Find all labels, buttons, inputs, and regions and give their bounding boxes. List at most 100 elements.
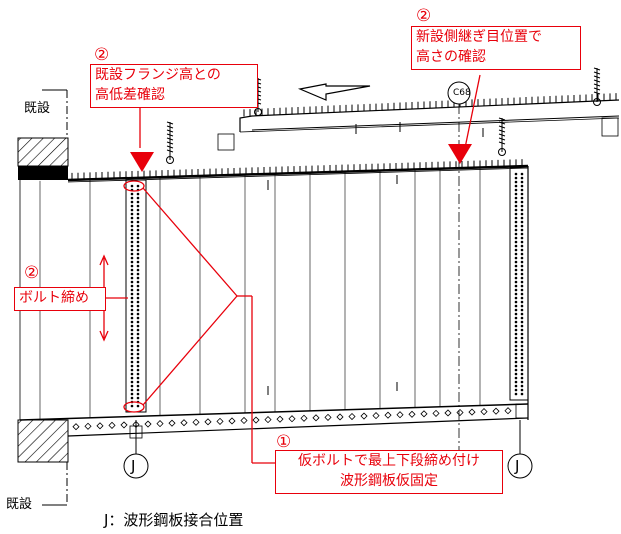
bolt — [520, 232, 524, 236]
bolt — [130, 388, 134, 392]
bolt — [130, 204, 134, 208]
bolt — [136, 388, 140, 392]
splice-right — [509, 167, 529, 401]
flange-hole — [192, 418, 200, 426]
annotation-temporary-bolt: 仮ボルトで最上下段締め付け 波形鋼板仮固定 — [275, 450, 503, 494]
bolt — [130, 404, 134, 408]
bolt — [514, 372, 518, 376]
bolt — [130, 256, 134, 260]
bolt — [136, 376, 140, 380]
bolt — [130, 308, 134, 312]
bolt — [130, 328, 134, 332]
bolt — [136, 396, 140, 400]
bolt — [514, 232, 518, 236]
bolt — [514, 188, 518, 192]
annotation-line: 新設側継ぎ目位置で — [416, 29, 542, 45]
bolt — [136, 204, 140, 208]
girder-body — [19, 159, 529, 439]
existing-flange — [18, 166, 68, 180]
bolt — [520, 348, 524, 352]
bolt — [520, 228, 524, 232]
bolt — [514, 240, 518, 244]
flange-hole — [168, 419, 176, 427]
bolt — [130, 244, 134, 248]
bolt — [520, 216, 524, 220]
flange-hole — [300, 414, 308, 422]
bolt — [514, 292, 518, 296]
flange-hole — [204, 418, 212, 426]
bolt — [130, 336, 134, 340]
bolt — [136, 236, 140, 240]
bolt — [130, 240, 134, 244]
station-label: C68 — [453, 88, 471, 98]
bolt — [130, 360, 134, 364]
bolt — [130, 324, 134, 328]
bolt — [130, 272, 134, 276]
bolt — [136, 296, 140, 300]
bolt — [520, 392, 524, 396]
existing-label-bottom: 既設 — [6, 497, 33, 512]
flange-hole — [444, 409, 452, 417]
bolt — [520, 196, 524, 200]
bolt — [136, 272, 140, 276]
bolt — [514, 252, 518, 256]
bolt — [514, 356, 518, 360]
annotation-line: ボルト締め — [19, 290, 89, 306]
bolt — [520, 384, 524, 388]
bolt — [136, 220, 140, 224]
bolt — [130, 356, 134, 360]
bolt — [514, 348, 518, 352]
bolt — [136, 332, 140, 336]
bolt — [514, 324, 518, 328]
bolt — [514, 184, 518, 188]
bolt — [136, 216, 140, 220]
annotation-new-joint: 新設側継ぎ目位置で 高さの確認 — [411, 26, 581, 70]
bolt — [136, 228, 140, 232]
bolt — [520, 212, 524, 216]
bolt — [130, 364, 134, 368]
bolt — [130, 192, 134, 196]
bolt — [514, 312, 518, 316]
bolt — [136, 280, 140, 284]
bolt — [130, 284, 134, 288]
bolt — [514, 384, 518, 388]
bolt — [130, 332, 134, 336]
bolt — [130, 292, 134, 296]
bolt — [130, 208, 134, 212]
hatch-pattern — [17, 137, 69, 167]
bolt — [520, 380, 524, 384]
bolt — [514, 224, 518, 228]
bolt — [130, 320, 134, 324]
bolt — [520, 296, 524, 300]
bolt — [514, 228, 518, 232]
bolt — [130, 184, 134, 188]
bolt — [136, 256, 140, 260]
bolt — [136, 252, 140, 256]
bolt — [130, 264, 134, 268]
bolt — [520, 256, 524, 260]
bolt — [514, 364, 518, 368]
bolt — [136, 200, 140, 204]
bolt — [520, 260, 524, 264]
bolt — [136, 308, 140, 312]
bolt — [130, 380, 134, 384]
bolt — [520, 204, 524, 208]
bolt — [514, 376, 518, 380]
bolt — [514, 280, 518, 284]
bolt — [514, 276, 518, 280]
bolt — [130, 296, 134, 300]
bolt — [136, 232, 140, 236]
bolt — [514, 220, 518, 224]
flange-hole — [312, 414, 320, 422]
bolt — [136, 304, 140, 308]
legend: J：波形鋼板接合位置 — [104, 511, 244, 529]
bolt — [514, 176, 518, 180]
bolt — [136, 244, 140, 248]
bolt — [136, 340, 140, 344]
bolt — [520, 284, 524, 288]
bolt — [520, 304, 524, 308]
bolt — [514, 216, 518, 220]
bolt — [130, 372, 134, 376]
triangle-marker — [130, 152, 154, 172]
